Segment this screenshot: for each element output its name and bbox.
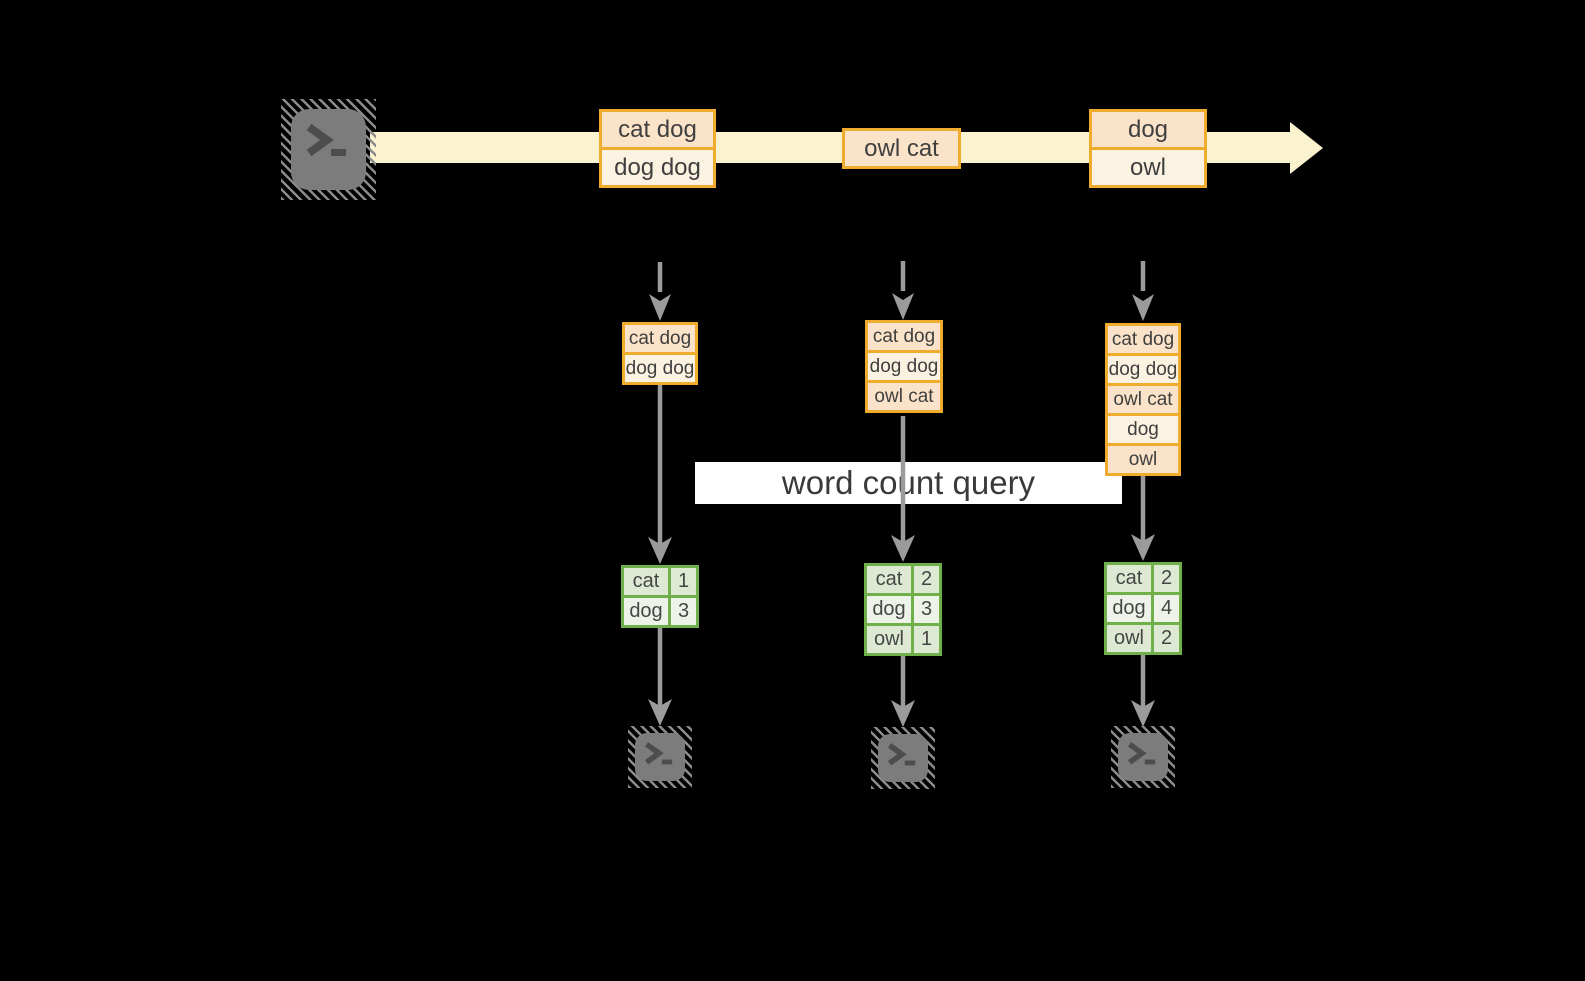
count-value: 3	[671, 598, 696, 625]
count-word: owl	[867, 626, 911, 653]
buffer-line: dog dog	[625, 352, 695, 382]
buffer-line: cat dog	[868, 323, 940, 350]
count-table: cat 2 dog 4 owl 2	[1104, 562, 1182, 655]
count-word: owl	[1107, 625, 1151, 652]
count-word: cat	[624, 568, 668, 595]
record-line: owl	[1092, 147, 1204, 185]
state-buffer: cat dog dog dog	[622, 322, 698, 385]
count-word: cat	[867, 566, 911, 593]
count-value: 2	[914, 566, 939, 593]
buffer-line: owl cat	[868, 380, 940, 410]
buffer-line: cat dog	[1108, 326, 1178, 353]
terminal-icon	[628, 726, 692, 788]
terminal-icon	[871, 727, 935, 789]
prompt-icon	[306, 123, 346, 157]
prompt-icon	[887, 743, 916, 766]
count-word: dog	[624, 598, 668, 625]
count-table: cat 1 dog 3	[621, 565, 699, 628]
record-line: cat dog	[602, 112, 713, 147]
terminal-screen	[635, 733, 685, 781]
terminal-screen	[878, 734, 928, 782]
count-word: dog	[867, 596, 911, 623]
record-line: dog dog	[602, 147, 713, 185]
buffer-line: owl	[1108, 443, 1178, 473]
buffer-line: dog dog	[1108, 353, 1178, 383]
count-word: dog	[1107, 595, 1151, 622]
terminal-icon	[281, 99, 376, 200]
state-buffer: cat dog dog dog owl cat	[865, 320, 943, 413]
stream-arrow-head	[1290, 122, 1323, 174]
dashed-arrows	[657, 261, 1146, 296]
solid-arrows	[657, 385, 1146, 707]
buffer-line: cat dog	[625, 325, 695, 352]
stream-record: owl cat	[842, 128, 961, 169]
count-value: 1	[671, 568, 696, 595]
query-banner: word count query	[695, 462, 1122, 504]
stream-record: cat dog dog dog	[599, 109, 716, 188]
record-line: owl cat	[845, 131, 958, 166]
terminal-screen	[291, 109, 366, 190]
buffer-line: owl cat	[1108, 383, 1178, 413]
state-buffer: cat dog dog dog owl cat dog owl	[1105, 323, 1181, 476]
count-value: 2	[1154, 565, 1179, 592]
count-table: cat 2 dog 3 owl 1	[864, 563, 942, 656]
buffer-line: dog	[1108, 413, 1178, 443]
count-value: 2	[1154, 625, 1179, 652]
stream-record: dog owl	[1089, 109, 1207, 188]
terminal-icon	[1111, 726, 1175, 788]
query-label: word count query	[781, 464, 1036, 501]
buffer-line: dog dog	[868, 350, 940, 380]
count-value: 1	[914, 626, 939, 653]
count-value: 3	[914, 596, 939, 623]
count-word: cat	[1107, 565, 1151, 592]
prompt-icon	[644, 742, 673, 765]
terminal-screen	[1118, 733, 1168, 781]
count-value: 4	[1154, 595, 1179, 622]
record-line: dog	[1092, 112, 1204, 147]
prompt-icon	[1127, 742, 1156, 765]
